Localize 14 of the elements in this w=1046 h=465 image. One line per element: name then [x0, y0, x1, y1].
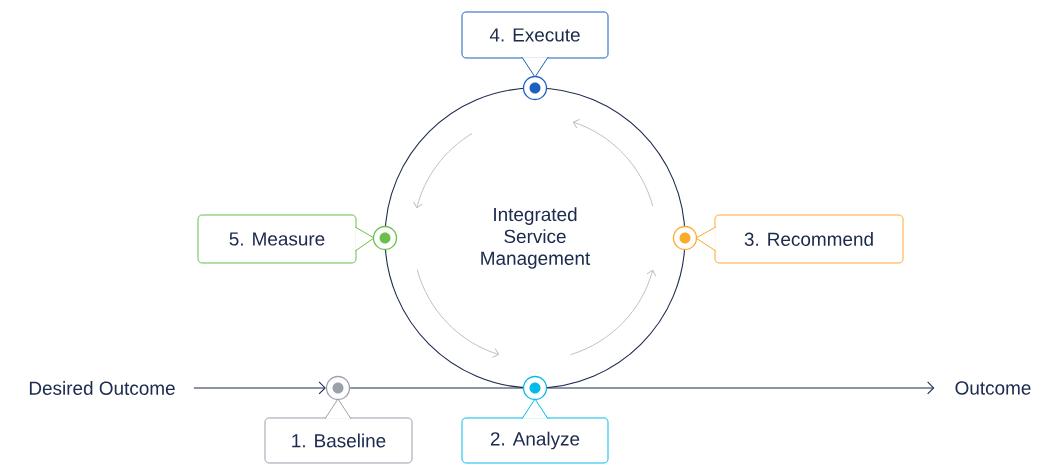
callout-box: 3. Recommend: [695, 214, 904, 264]
dot-marker: [372, 225, 398, 251]
callout-box: 1. Baseline: [264, 398, 413, 464]
arrow: [193, 381, 326, 395]
flow-label: Desired Outcome: [29, 381, 175, 395]
dot-marker: [325, 375, 351, 401]
dot-marker: [522, 375, 548, 401]
flow-label: Outcome: [955, 381, 1031, 395]
callout-box: 5. Measure: [197, 214, 375, 264]
dot-marker: [672, 225, 698, 251]
callout-box: 2. Analyze: [461, 398, 609, 464]
callout-box: 4. Execute: [461, 11, 609, 78]
dot-marker: [522, 75, 548, 101]
arrow: [546, 381, 935, 395]
